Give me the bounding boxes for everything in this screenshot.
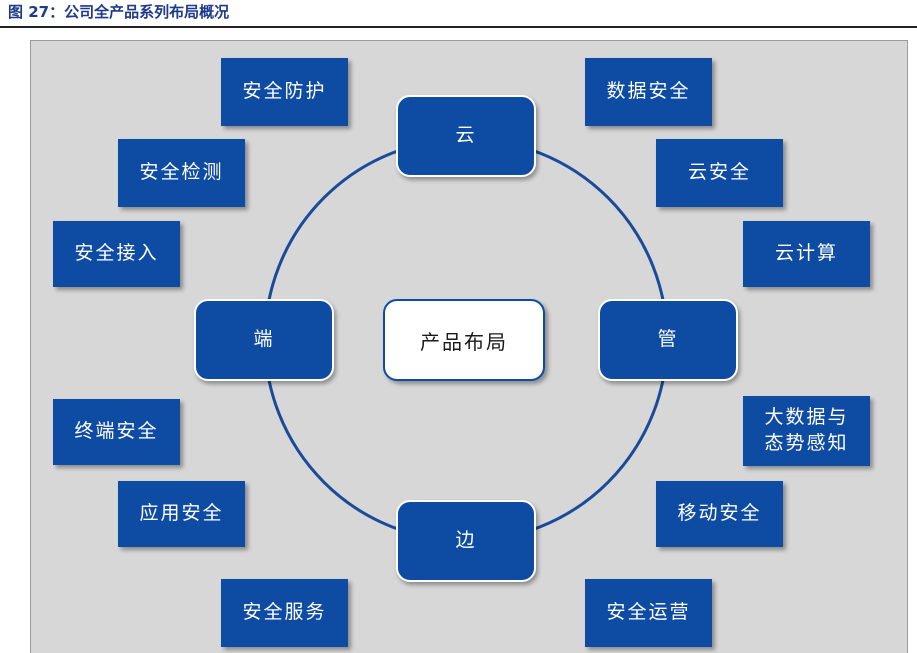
product-label: 安全检测 xyxy=(139,161,224,184)
center-node-label: 产品布局 xyxy=(420,329,508,354)
product-big-data-situational-awareness: 大数据与 态势感知 xyxy=(743,396,870,466)
product-label-line2: 态势感知 xyxy=(764,432,849,454)
product-security-access: 安全接入 xyxy=(53,221,180,287)
hub-terminal: 端 xyxy=(194,299,334,381)
hub-cloud: 云 xyxy=(396,95,536,177)
product-mobile-security: 移动安全 xyxy=(656,481,783,547)
product-label: 安全运营 xyxy=(606,601,691,624)
product-endpoint-security: 终端安全 xyxy=(53,399,180,465)
hub-terminal-label: 端 xyxy=(253,328,275,351)
center-node: 产品布局 xyxy=(383,299,545,381)
product-security-services: 安全服务 xyxy=(221,579,348,647)
product-label: 安全防护 xyxy=(242,80,327,103)
hub-edge: 边 xyxy=(396,500,536,582)
product-label: 云计算 xyxy=(774,242,838,265)
product-label: 安全服务 xyxy=(242,601,327,624)
product-label: 云安全 xyxy=(687,161,751,184)
product-security-operations: 安全运营 xyxy=(585,579,712,647)
product-data-security: 数据安全 xyxy=(585,58,712,126)
product-label: 数据安全 xyxy=(606,80,691,103)
figure-title: 图 27：公司全产品系列布局概况 xyxy=(8,3,230,21)
hub-pipe: 管 xyxy=(598,299,738,381)
product-security-protection: 安全防护 xyxy=(221,58,348,126)
hub-cloud-label: 云 xyxy=(455,124,477,147)
product-label-line1: 大数据与 xyxy=(764,406,849,429)
hub-pipe-label: 管 xyxy=(657,328,679,351)
hub-edge-label: 边 xyxy=(455,529,477,552)
product-cloud-security: 云安全 xyxy=(656,139,783,207)
product-cloud-computing: 云计算 xyxy=(743,221,870,287)
product-label: 终端安全 xyxy=(74,420,159,443)
product-label: 安全接入 xyxy=(74,242,159,265)
title-divider xyxy=(0,26,917,28)
product-security-detection: 安全检测 xyxy=(118,139,245,207)
product-label: 移动安全 xyxy=(677,502,762,525)
product-label: 应用安全 xyxy=(139,502,224,525)
product-application-security: 应用安全 xyxy=(118,481,245,547)
